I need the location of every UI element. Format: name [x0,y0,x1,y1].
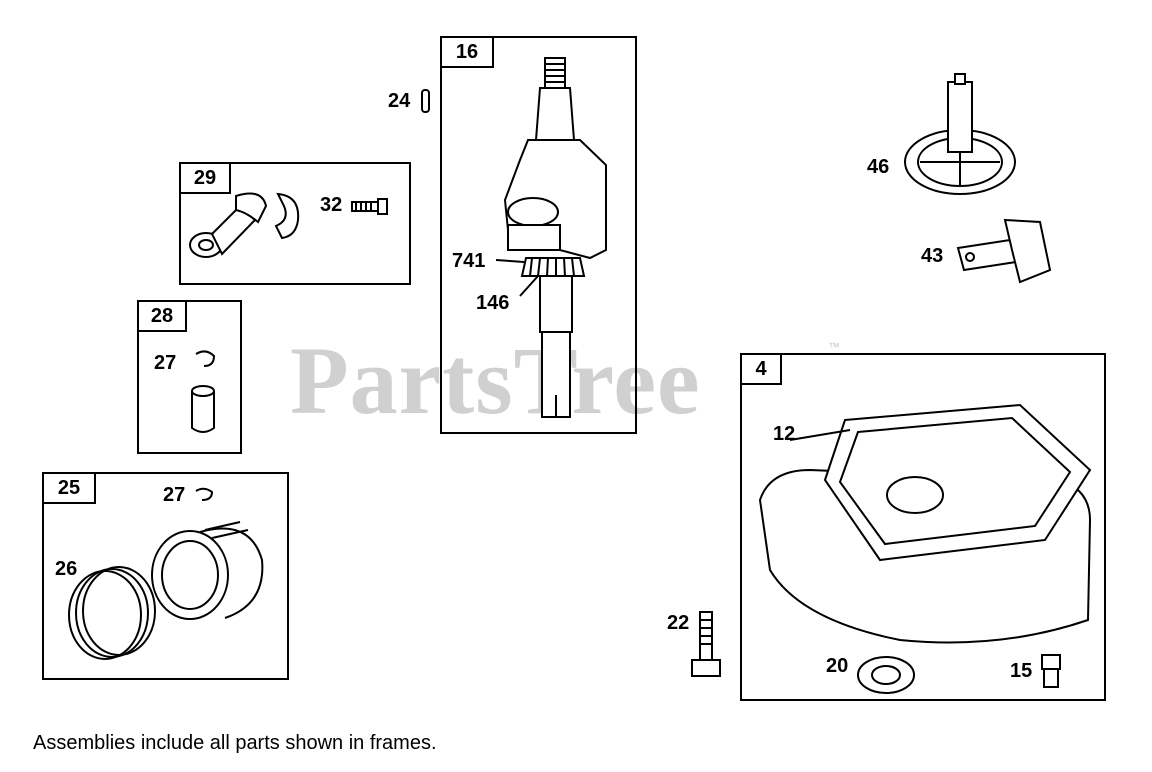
piston-rings-drawing [68,566,156,660]
frame-piston-pin: 28 [137,300,242,454]
key-part-24 [421,89,430,113]
trademark-symbol: ™ [828,340,840,354]
assemblies-note: Assemblies include all parts shown in fr… [33,732,437,754]
part-label-26: 26 [55,558,78,580]
crankshaft-drawing [503,57,607,418]
part-label-20: 20 [826,655,849,677]
frame-tag-29: 29 [179,162,231,194]
piston-drawing [151,521,264,620]
timing-gear-drawing [495,257,586,297]
frame-crankshaft: 16 [440,36,637,434]
oil-seal-drawing [857,656,915,694]
drain-plug-drawing [1041,654,1061,688]
crankcase-drawing [758,403,1092,644]
governor-arm-drawing [956,218,1052,284]
frame-tag-16: 16 [440,36,494,68]
retaining-clip-27b [195,487,214,501]
part-label-43: 43 [921,245,944,267]
governor-gear-drawing [904,73,1016,195]
part-label-32: 32 [320,194,343,216]
part-label-12: 12 [773,423,796,445]
bolt-32-drawing [351,198,388,215]
part-label-27-frame25: 27 [163,484,186,506]
frame-tag-28: 28 [137,300,187,332]
bolt-22-drawing [691,611,721,677]
partstree-watermark: PartsTree [290,327,701,434]
connecting-rod-drawing [189,192,300,258]
part-label-146: 146 [476,292,510,314]
part-label-27-frame28: 27 [154,352,177,374]
part-label-46: 46 [867,156,890,178]
part-label-24: 24 [388,90,411,112]
part-label-15: 15 [1010,660,1033,682]
part-label-741: 741 [452,250,486,272]
frame-tag-25: 25 [42,472,96,504]
retaining-clip-27a [195,350,216,367]
frame-piston: 25 [42,472,289,680]
frame-crankcase: 4 [740,353,1106,701]
part-label-22: 22 [667,612,690,634]
frame-tag-4: 4 [740,353,782,385]
frame-connecting-rod: 29 [179,162,411,285]
piston-pin-drawing [191,385,215,433]
